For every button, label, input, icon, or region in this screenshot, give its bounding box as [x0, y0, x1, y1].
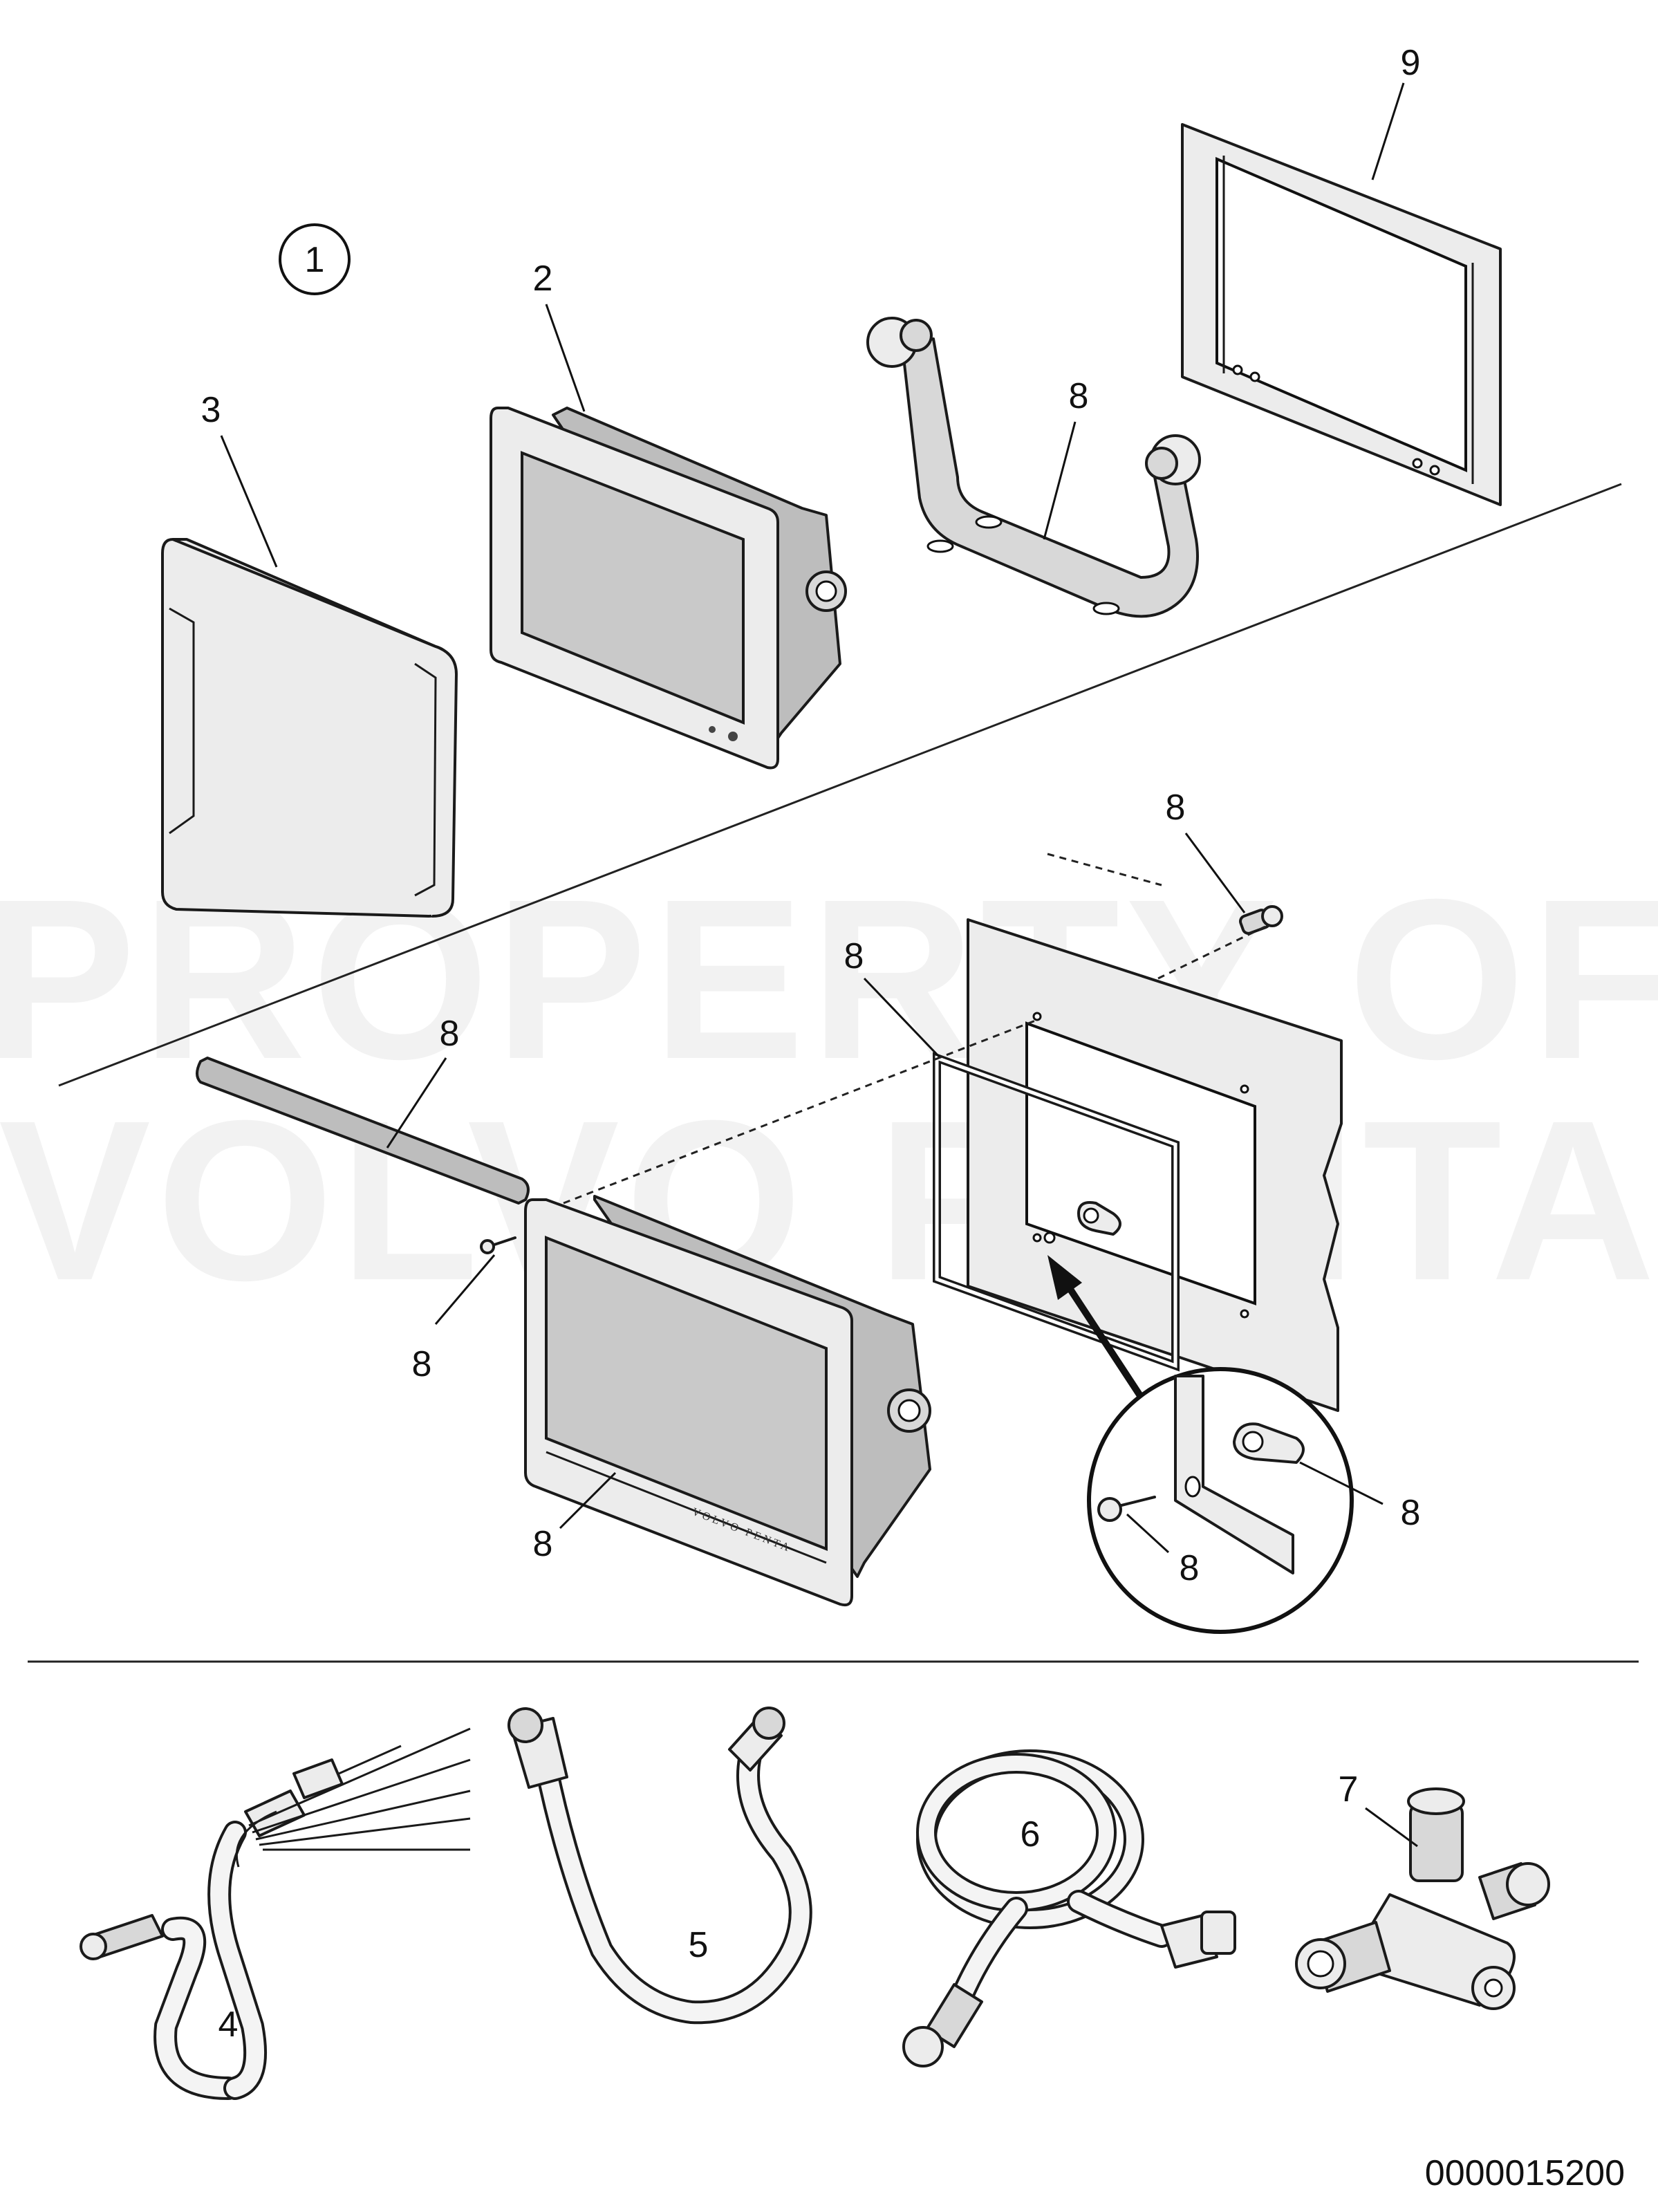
alignment-line-1: [563, 1019, 1038, 1205]
callout-8-trim: 8: [440, 1014, 460, 1054]
callout-8-screw: 8: [412, 1344, 432, 1384]
callout-8-clip: 8: [1401, 1493, 1421, 1533]
leader-8-nut: [1184, 833, 1246, 913]
t-connector: 7: [1295, 1769, 1550, 2010]
leader-8-bracket: [1043, 421, 1077, 540]
leader-2: [545, 304, 586, 412]
callout-8-bolt: 8: [1180, 1548, 1200, 1588]
detail-arrow: [1047, 1255, 1144, 1399]
leader-3: [220, 435, 278, 568]
knob-flush: [887, 1388, 931, 1433]
bracket-knob-right: [1145, 434, 1201, 485]
mounting-bracket: 8: [866, 317, 1201, 618]
callout-8-bracket: 8: [1069, 376, 1089, 416]
flush-mount-frame: 9: [1181, 43, 1502, 506]
callout-8-nut: 8: [1166, 788, 1186, 828]
watermark-line-2: VOLVO PENTA: [0, 1072, 1658, 1328]
leader-8-screw: [434, 1254, 496, 1325]
callout-4: 4: [218, 2005, 239, 2045]
trim-strip: 8: [196, 1014, 530, 1205]
power-cable: 4: [80, 1727, 471, 2100]
callout-1: 1: [305, 240, 325, 280]
callout-5: 5: [689, 1925, 709, 1965]
leader-7: [1365, 1807, 1418, 1848]
knob: [805, 570, 847, 612]
diagonal-divider: [58, 483, 1622, 1087]
callout-8-gasket: 8: [844, 936, 864, 976]
sun-cover: 3: [161, 390, 458, 918]
bracket-knob-left: [866, 317, 933, 368]
gasket: 8: [844, 936, 1180, 1372]
leader-8-gasket: [863, 977, 942, 1059]
callout-7: 7: [1339, 1769, 1359, 1810]
bolt: [1097, 1496, 1156, 1522]
adapter-cable: 6: [902, 1749, 1236, 2067]
callout-3: 3: [201, 390, 221, 430]
drawing-number: 0000015200: [1425, 2153, 1625, 2193]
leader-8-clip: [1299, 1461, 1384, 1505]
detail-magnifier: 8 8: [1087, 1367, 1421, 1634]
watermark: PROPERTY OF VOLVO PENTA: [0, 851, 1658, 1328]
display-unit: 2: [490, 259, 847, 770]
callout-2: 2: [533, 259, 553, 299]
callout-6: 6: [1021, 1814, 1041, 1855]
display-unit-flush: VOLVO PENTA 8: [524, 1195, 931, 1607]
callout-circle: [279, 223, 351, 295]
callout-8-bezel: 8: [533, 1524, 553, 1564]
leader-8-trim: [386, 1057, 447, 1149]
mounting-clip: [1043, 1201, 1121, 1244]
leader-8-bolt: [1126, 1513, 1170, 1554]
leader-8-bezel: [559, 1471, 617, 1530]
group-callout-1: 1: [279, 223, 351, 295]
leader-9: [1371, 82, 1405, 180]
patch-cable: 5: [507, 1707, 812, 2025]
screw: 8: [412, 1236, 516, 1384]
callout-9: 9: [1401, 43, 1421, 83]
